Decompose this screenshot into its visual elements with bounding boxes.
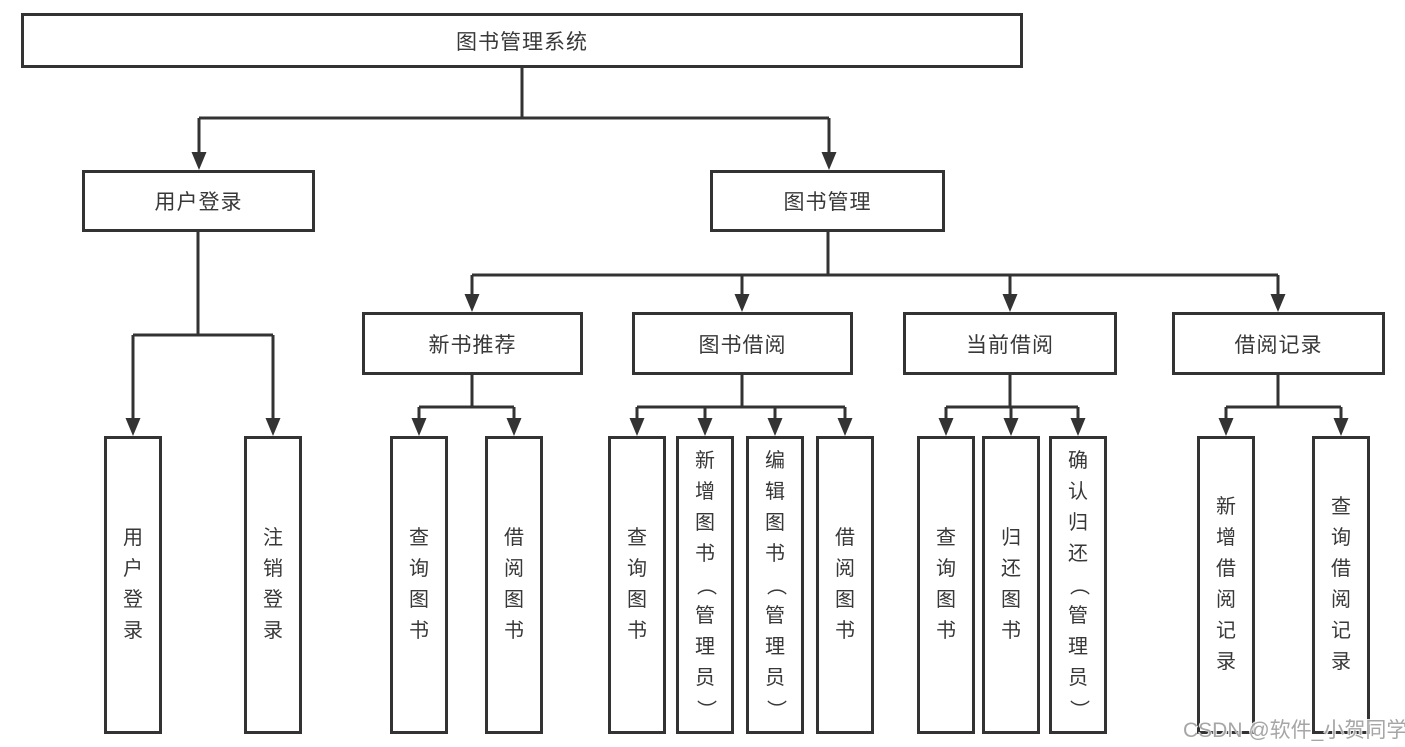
leaf-edit-book-admin: 编辑图书（管理员） <box>746 436 804 734</box>
node-book-borrow: 图书借阅 <box>632 312 853 375</box>
leaf-query-book-recommend-label: 查询图书 <box>409 527 429 642</box>
leaf-query-book-recommend: 查询图书 <box>390 436 448 734</box>
leaf-query-borrow-record-label: 查询借阅记录 <box>1331 496 1351 673</box>
leaf-user-login-label: 用户登录 <box>123 527 143 642</box>
connector-user-login-to-leaves <box>131 232 275 420</box>
leaf-query-book-current: 查询图书 <box>917 436 975 734</box>
leaf-confirm-return-admin: 确认归还（管理员） <box>1049 436 1107 734</box>
node-new-book-recommend: 新书推荐 <box>362 312 583 375</box>
node-book-management-label: 图书管理 <box>783 191 872 214</box>
csdn-watermark: CSDN @软件_小贺同学 <box>1183 719 1405 742</box>
leaf-query-book-borrow: 查询图书 <box>608 436 666 734</box>
leaf-add-book-admin: 新增图书（管理员） <box>676 436 734 734</box>
node-borrow-record-label: 借阅记录 <box>1234 333 1323 357</box>
connector-book-management-to-level3 <box>470 232 1280 296</box>
connector-current-borrow-to-leaves <box>944 375 1080 420</box>
leaf-edit-book-admin-label: 编辑图书（管理员） <box>764 449 787 720</box>
leaf-query-book-current-label: 查询图书 <box>936 527 956 642</box>
node-new-book-recommend-label: 新书推荐 <box>428 333 517 357</box>
leaf-return-book-label: 归还图书 <box>1001 527 1021 642</box>
leaf-add-borrow-record-label: 新增借阅记录 <box>1216 496 1236 673</box>
leaf-borrow-book: 借阅图书 <box>816 436 874 734</box>
leaf-user-login: 用户登录 <box>104 436 162 734</box>
leaf-logout-login: 注销登录 <box>244 436 302 734</box>
leaf-return-book: 归还图书 <box>982 436 1040 734</box>
node-user-login-label: 用户登录 <box>154 191 243 214</box>
leaf-add-borrow-record: 新增借阅记录 <box>1197 436 1255 734</box>
node-user-login: 用户登录 <box>82 170 315 232</box>
leaf-borrow-book-recommend-label: 借阅图书 <box>504 527 524 642</box>
arrowheads <box>125 152 1349 436</box>
node-root: 图书管理系统 <box>21 13 1023 68</box>
connector-root-to-level2 <box>197 68 831 154</box>
leaf-confirm-return-admin-label: 确认归还（管理员） <box>1067 449 1090 720</box>
leaf-query-book-borrow-label: 查询图书 <box>627 527 647 642</box>
node-borrow-record: 借阅记录 <box>1172 312 1385 375</box>
leaf-query-borrow-record: 查询借阅记录 <box>1312 436 1370 734</box>
node-root-label: 图书管理系统 <box>456 30 588 54</box>
leaf-logout-login-label: 注销登录 <box>263 527 283 642</box>
leaf-borrow-book-recommend: 借阅图书 <box>485 436 543 734</box>
node-book-management: 图书管理 <box>710 170 945 232</box>
connector-book-borrow-to-leaves <box>635 375 847 420</box>
connector-borrow-record-to-leaves <box>1224 375 1343 420</box>
node-current-borrow: 当前借阅 <box>903 312 1117 375</box>
leaf-borrow-book-label: 借阅图书 <box>835 527 855 642</box>
leaf-add-book-admin-label: 新增图书（管理员） <box>694 449 717 720</box>
connector-new-book-recommend-to-leaves <box>417 375 516 420</box>
node-book-borrow-label: 图书借阅 <box>698 333 787 357</box>
node-current-borrow-label: 当前借阅 <box>966 333 1054 357</box>
